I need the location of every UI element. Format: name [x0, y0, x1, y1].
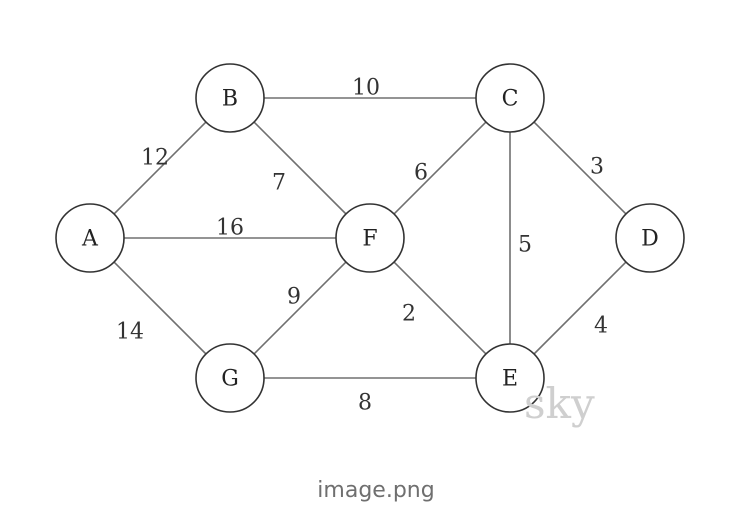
node-circle-e	[475, 343, 545, 413]
node-f: F	[335, 203, 405, 273]
node-b: B	[195, 63, 265, 133]
node-c: C	[475, 63, 545, 133]
node-d: D	[615, 203, 685, 273]
edge-weight-f-e: 2	[402, 302, 416, 327]
graph-canvas: 12 16 14 10 7 6 9 2 5 3 4 8 A B C D E F G sky	[55, 63, 685, 428]
image-caption: image.png	[317, 478, 435, 503]
node-e: E	[475, 343, 545, 413]
node-label-c: C	[502, 87, 519, 112]
node-a: A	[55, 203, 125, 273]
watermark-text: sky	[524, 379, 595, 428]
edge-weight-b-f: 7	[272, 171, 286, 196]
node-circle-f	[335, 203, 405, 273]
node-label-d: D	[641, 227, 659, 252]
node-circle-g	[195, 343, 265, 413]
node-circle-d	[615, 203, 685, 273]
weights-layer: 12 16 14 10 7 6 9 2 5 3 4 8	[116, 76, 608, 416]
node-label-f: F	[362, 227, 377, 252]
edge-weight-g-e: 8	[358, 391, 372, 416]
edge-weight-c-e: 5	[518, 233, 532, 258]
edge-weight-c-d: 3	[590, 155, 604, 180]
edge-weight-d-e: 4	[594, 314, 608, 339]
nodes-layer: A B C D E F G	[55, 63, 685, 413]
node-circle-a	[55, 203, 125, 273]
node-label-g: G	[221, 367, 239, 392]
edge-weight-a-b: 12	[141, 146, 169, 171]
edge-weight-f-g: 9	[287, 285, 301, 310]
node-label-b: B	[222, 87, 238, 112]
node-label-a: A	[81, 227, 99, 252]
node-g: G	[195, 343, 265, 413]
node-circle-c	[475, 63, 545, 133]
edge-weight-b-c: 10	[352, 76, 380, 101]
edge-weight-a-f: 16	[216, 216, 244, 241]
node-circle-b	[195, 63, 265, 133]
edge-weight-f-c: 6	[414, 161, 428, 186]
node-label-e: E	[502, 367, 518, 392]
edge-weight-a-g: 14	[116, 320, 144, 345]
